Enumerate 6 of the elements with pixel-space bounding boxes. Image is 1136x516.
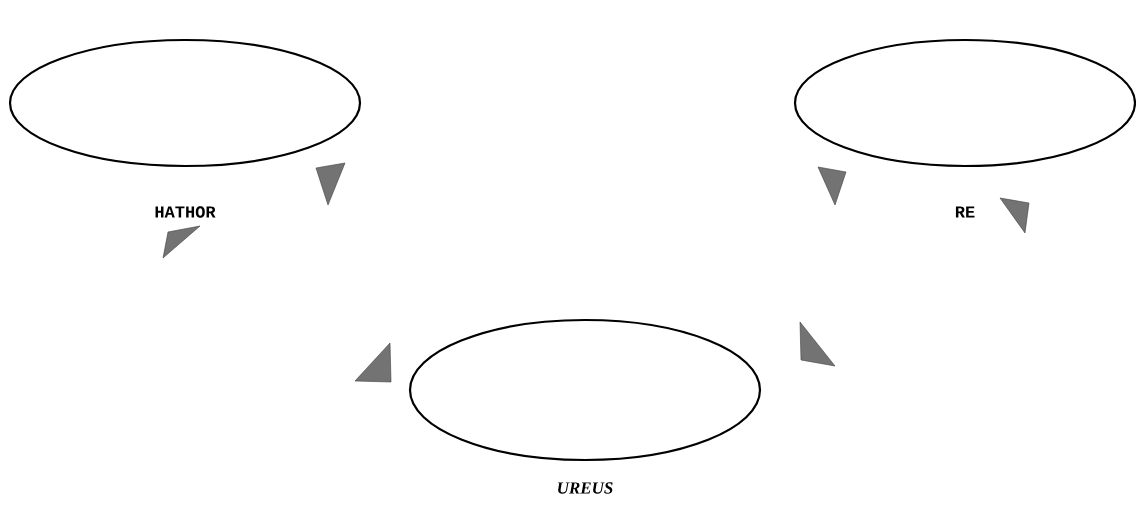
node-label: RE bbox=[955, 206, 975, 218]
ellipse-node: RE bbox=[793, 38, 1136, 218]
node-label: HATHOR bbox=[155, 206, 216, 218]
ellipse-node: UREUS bbox=[408, 318, 762, 494]
node-label: UREUS bbox=[558, 482, 613, 494]
ellipse-node: HATHOR bbox=[8, 38, 362, 218]
